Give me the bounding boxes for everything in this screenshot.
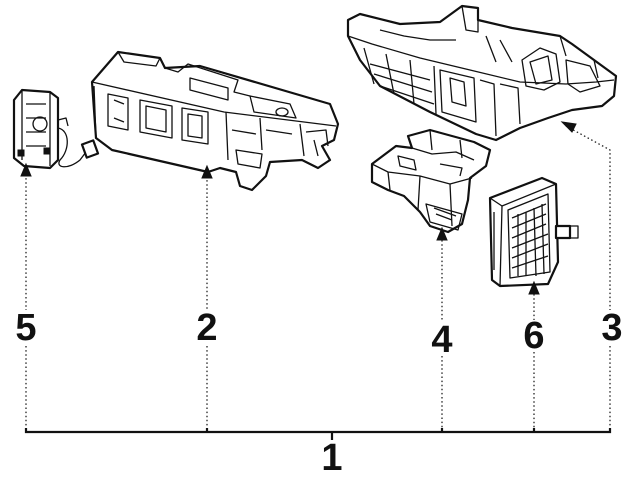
resistor-icon[interactable] [12, 88, 100, 170]
arrow-3 [560, 121, 577, 133]
callout-1: 1 [321, 437, 342, 478]
bracket-1 [24, 428, 612, 440]
lower-case-icon[interactable] [346, 4, 618, 142]
callout-5: 5 [15, 307, 36, 349]
callout-6: 6 [523, 315, 544, 357]
heater-core-icon[interactable] [488, 176, 579, 288]
arrow-5 [20, 162, 32, 177]
arrow-2 [201, 164, 213, 179]
arrow-6 [528, 280, 540, 295]
callout-2: 2 [196, 307, 217, 349]
mode-door-housing-icon[interactable] [370, 128, 492, 234]
callout-4: 4 [431, 319, 452, 361]
leader-3 [565, 125, 611, 310]
arrowheads [20, 121, 577, 295]
leader-lines [25, 125, 611, 428]
arrow-4 [436, 226, 448, 241]
heater-housing-icon[interactable] [90, 50, 340, 192]
callout-3: 3 [601, 307, 622, 349]
